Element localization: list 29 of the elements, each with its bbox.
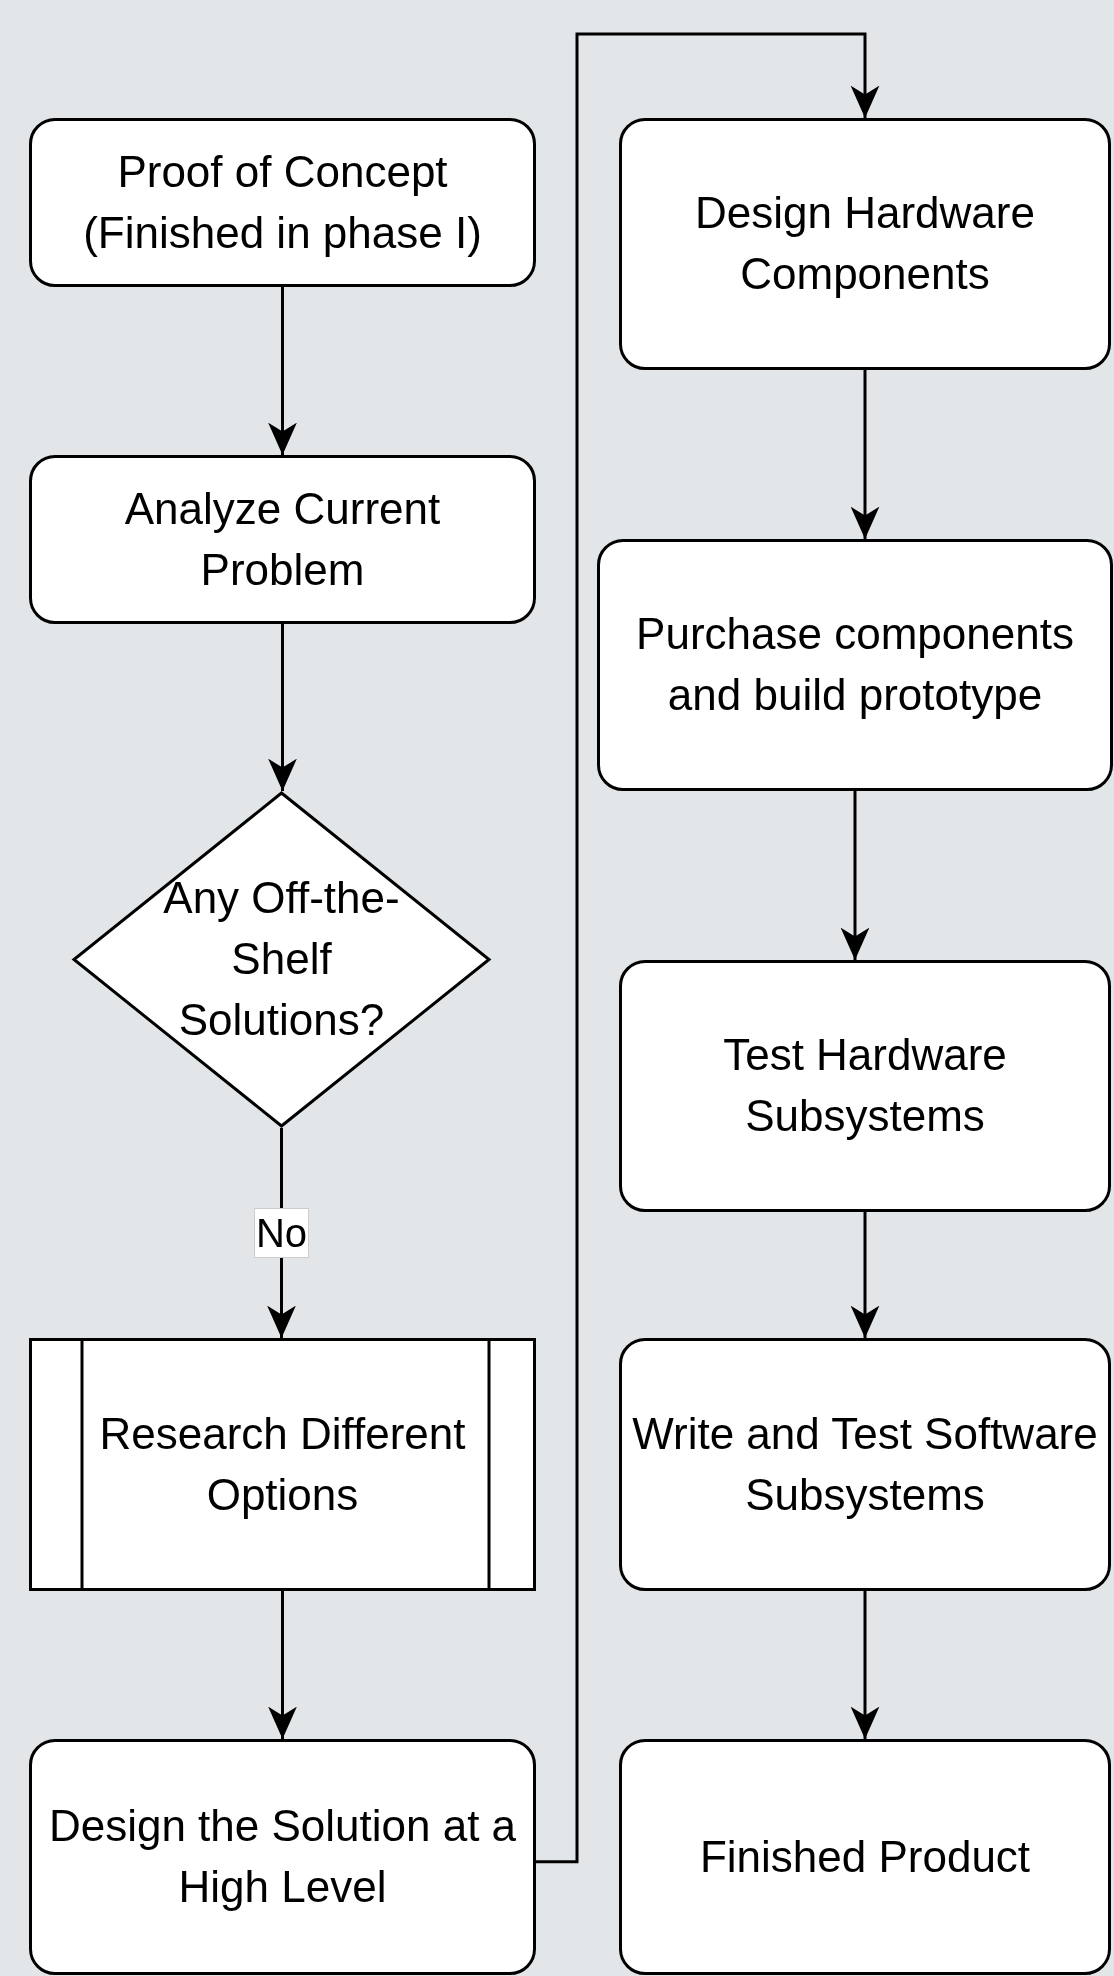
node-text: Purchase components and build prototype [635, 608, 1075, 721]
process-box [619, 960, 1111, 1212]
process-box [29, 455, 536, 624]
node-text: Finished Product [699, 1830, 1031, 1883]
arrow [840, 791, 870, 960]
arrow [850, 1212, 880, 1338]
process-box [597, 539, 1113, 791]
arrow [268, 287, 297, 455]
node-text: Design Hardware Components [694, 187, 1036, 300]
decision-diamond [72, 791, 491, 1128]
node-text: Design the Solution at a High Level [47, 1800, 518, 1913]
process-box [619, 118, 1111, 370]
node-text: Test Hardware Subsystems [722, 1029, 1008, 1142]
arrow [268, 624, 297, 791]
process-box [619, 1739, 1111, 1975]
arrow [536, 32, 880, 1864]
process-box [29, 1739, 536, 1975]
edge-label: No [253, 1208, 310, 1258]
arrow [268, 1591, 297, 1739]
arrow [850, 370, 880, 539]
node-text: Any Off-the-Shelf Solutions? [162, 872, 401, 1046]
node-text: Analyze Current Problem [123, 482, 442, 596]
node-text: Research Different Options [98, 1407, 467, 1521]
arrow [850, 1591, 880, 1739]
process-box [29, 118, 536, 287]
node-text: Proof of Concept (Finished in phase I) [82, 145, 483, 259]
process-box [619, 1338, 1111, 1591]
subprocess-box [29, 1338, 536, 1591]
node-text: Write and Test Software Subsystems [631, 1407, 1099, 1521]
